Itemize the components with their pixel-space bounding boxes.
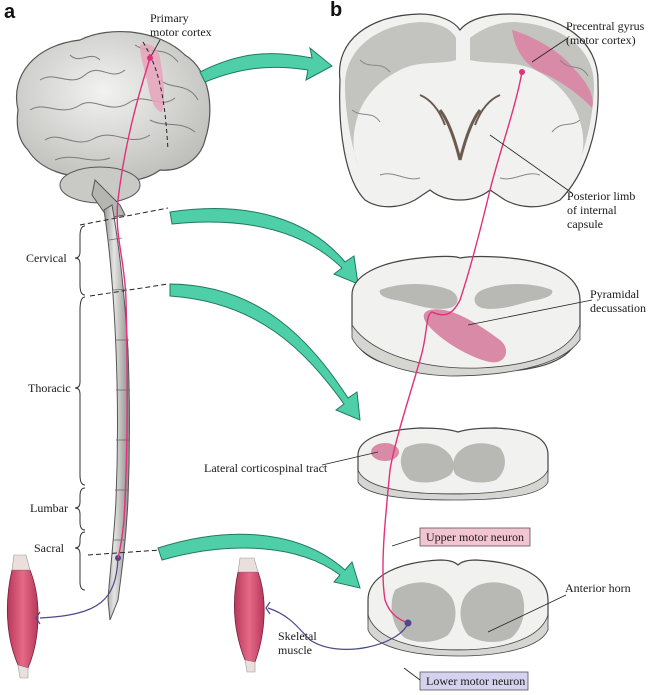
label-lumbar: Lumbar	[30, 501, 68, 515]
lower-cord-section	[367, 559, 549, 657]
level-markers	[79, 207, 169, 556]
label-primary-motor-cortex-2: motor cortex	[150, 25, 212, 39]
label-lateral-corticospinal-tract: Lateral corticospinal tract	[204, 461, 328, 475]
cervical-cord-section	[357, 427, 549, 501]
label-skeletal-muscle-1: Skeletal	[278, 629, 317, 643]
label-primary-motor-cortex-1: Primary	[150, 11, 189, 25]
label-cervical: Cervical	[26, 251, 67, 265]
label-thoracic: Thoracic	[28, 381, 71, 395]
upper-motor-neuron-box: Upper motor neuron	[419, 527, 531, 547]
label-posterior-limb-2: of internal	[567, 203, 617, 217]
label-sacral: Sacral	[34, 541, 65, 555]
label-skeletal-muscle-2: muscle	[278, 643, 312, 657]
label-posterior-limb-3: capsule	[567, 217, 603, 231]
panel-a-letter: a	[4, 1, 16, 23]
lower-neuron-axon-b	[267, 607, 409, 650]
label-anterior-horn: Anterior horn	[565, 581, 631, 595]
label-precentral-gyrus-2: (motor cortex)	[566, 33, 636, 47]
panel-b-letter: b	[330, 0, 342, 21]
upper-motor-neuron-path-b	[382, 71, 523, 624]
upper-motor-neuron-path-a	[116, 57, 151, 559]
lower-motor-neuron-box: Lower motor neuron	[419, 671, 529, 691]
lateral-corticospinal-tract-highlight	[371, 443, 399, 461]
coronal-brain-section	[338, 13, 599, 208]
label-lower-motor-neuron: Lower motor neuron	[426, 674, 525, 688]
muscle-left	[6, 554, 39, 679]
label-precentral-gyrus-1: Precentral gyrus	[566, 19, 645, 33]
muscle-right	[234, 557, 265, 673]
label-posterior-limb-1: Posterior limb	[567, 189, 635, 203]
label-pyramidal-decussation-2: decussation	[590, 301, 646, 315]
label-upper-motor-neuron: Upper motor neuron	[426, 530, 524, 544]
pyramidal-tract-highlight	[423, 309, 507, 363]
label-pyramidal-decussation-1: Pyramidal	[590, 287, 640, 301]
lower-neuron-axon-a	[39, 557, 119, 619]
precentral-gyrus-highlight	[512, 30, 593, 108]
primary-motor-cortex-highlight	[140, 44, 165, 112]
brain-illustration	[16, 30, 211, 219]
spinal-cord	[103, 204, 130, 621]
medulla-section	[351, 255, 581, 377]
region-brackets	[74, 225, 86, 591]
